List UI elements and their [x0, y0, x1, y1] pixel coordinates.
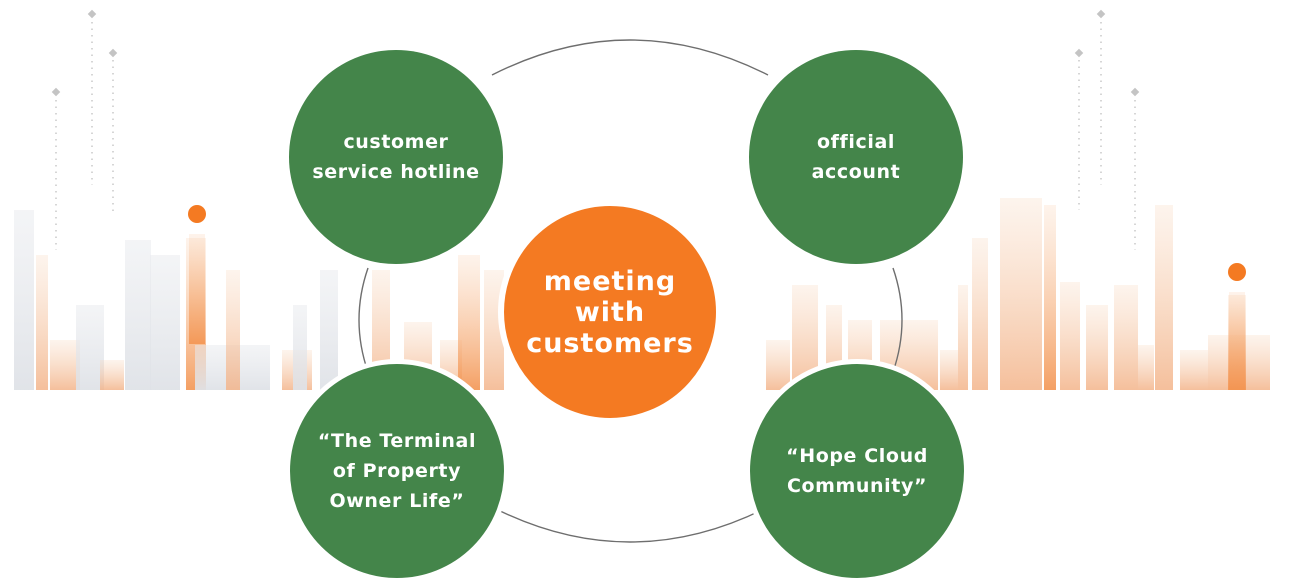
connecting-ring: [358, 39, 903, 543]
skyline-right: [766, 198, 1270, 390]
center-node: meeting with customers: [498, 200, 722, 424]
channel-node-terminal: “The Terminal of Property Owner Life”: [285, 359, 509, 583]
center-node-label: meeting with customers: [526, 265, 694, 359]
channel-node-hotline: customer service hotline: [289, 50, 503, 264]
channel-node-hope-cloud: “Hope Cloud Community”: [745, 359, 969, 583]
info-i-icon-right: [1228, 263, 1246, 390]
channel-label-hotline: customer service hotline: [312, 131, 480, 183]
info-i-icon-left: [188, 205, 206, 344]
dotted-decoration-left: [55, 22, 1136, 250]
channel-label-terminal: “The Terminal of Property Owner Life”: [317, 430, 477, 512]
channel-node-official-account: official account: [749, 50, 963, 264]
channel-label-official-account: official account: [811, 131, 901, 183]
channel-label-hope-cloud: “Hope Cloud Community”: [786, 445, 928, 497]
diamond-markers: [51, 9, 1140, 97]
